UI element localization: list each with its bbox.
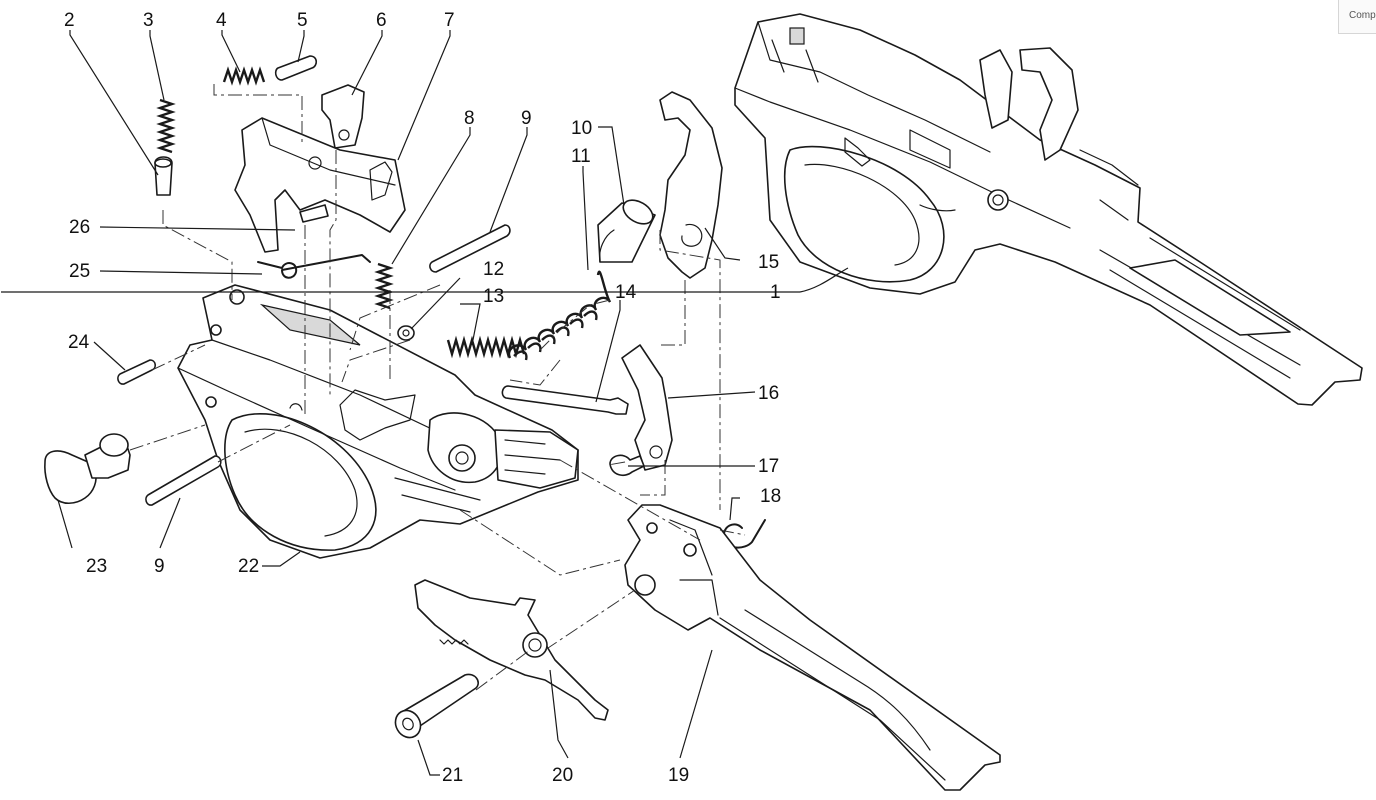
- wire-spring: [257, 254, 371, 279]
- trigger-guard-housing: [177, 284, 579, 559]
- detent-pin: [274, 55, 318, 81]
- callout-6: 6: [376, 10, 387, 31]
- callout-9a: 9: [521, 108, 532, 129]
- callout-9b: 9: [154, 556, 165, 577]
- leader-lines: [1, 30, 849, 776]
- hammer-block: [234, 117, 406, 253]
- main-spring: [507, 270, 612, 359]
- callout-1: 1: [770, 282, 781, 303]
- assembled-trigger-group: [734, 13, 1363, 406]
- callout-17: 17: [758, 456, 779, 477]
- callout-8: 8: [464, 108, 475, 129]
- plunger-spring: [156, 98, 176, 154]
- callout-13: 13: [483, 286, 504, 307]
- callout-2: 2: [64, 10, 75, 31]
- callout-18: 18: [760, 486, 781, 507]
- assembly-guide-lines: [129, 84, 746, 691]
- callout-12: 12: [483, 259, 504, 280]
- callout-22: 22: [238, 556, 259, 577]
- callout-20: 20: [552, 765, 573, 786]
- long-pin: [501, 385, 629, 415]
- callout-7: 7: [444, 10, 455, 31]
- callout-3: 3: [143, 10, 154, 31]
- trigger: [414, 579, 609, 721]
- callout-25: 25: [69, 261, 90, 282]
- trigger-pin: [394, 673, 480, 739]
- corner-tab-label: Comp: [1349, 10, 1376, 21]
- small-spring: [222, 66, 266, 86]
- washer: [397, 325, 415, 341]
- callout-24: 24: [68, 332, 90, 353]
- pivot-pin: [299, 204, 329, 223]
- safety-button: [44, 433, 131, 505]
- sear-piece: [321, 84, 365, 149]
- callout-19: 19: [668, 765, 689, 786]
- short-pin: [117, 359, 156, 385]
- trigger-plate: [624, 504, 1001, 791]
- callout-16: 16: [758, 383, 779, 404]
- callout-11: 11: [571, 146, 591, 167]
- trigger-spring: [446, 335, 526, 359]
- callout-4: 4: [216, 10, 227, 31]
- cross-pin-upper: [429, 224, 511, 273]
- corner-tab[interactable]: Comp: [1338, 0, 1376, 34]
- cross-pin-lower: [145, 455, 222, 506]
- callout-14: 14: [615, 282, 637, 303]
- callout-23: 23: [86, 556, 107, 577]
- hook-lever: [659, 91, 723, 279]
- disconnector-pin: [609, 454, 645, 477]
- buffer-cylinder: [597, 199, 656, 263]
- callout-5: 5: [297, 10, 308, 31]
- hammer-spring: [374, 262, 394, 310]
- callout-numbers: 1 2 3 4 5 6 7 8 9 9 10 11 12 13 14 15 16…: [64, 10, 781, 786]
- callout-26: 26: [69, 217, 90, 238]
- callout-10: 10: [571, 118, 592, 139]
- callout-15: 15: [758, 252, 779, 273]
- disconnector: [621, 344, 673, 471]
- callout-21: 21: [442, 765, 463, 786]
